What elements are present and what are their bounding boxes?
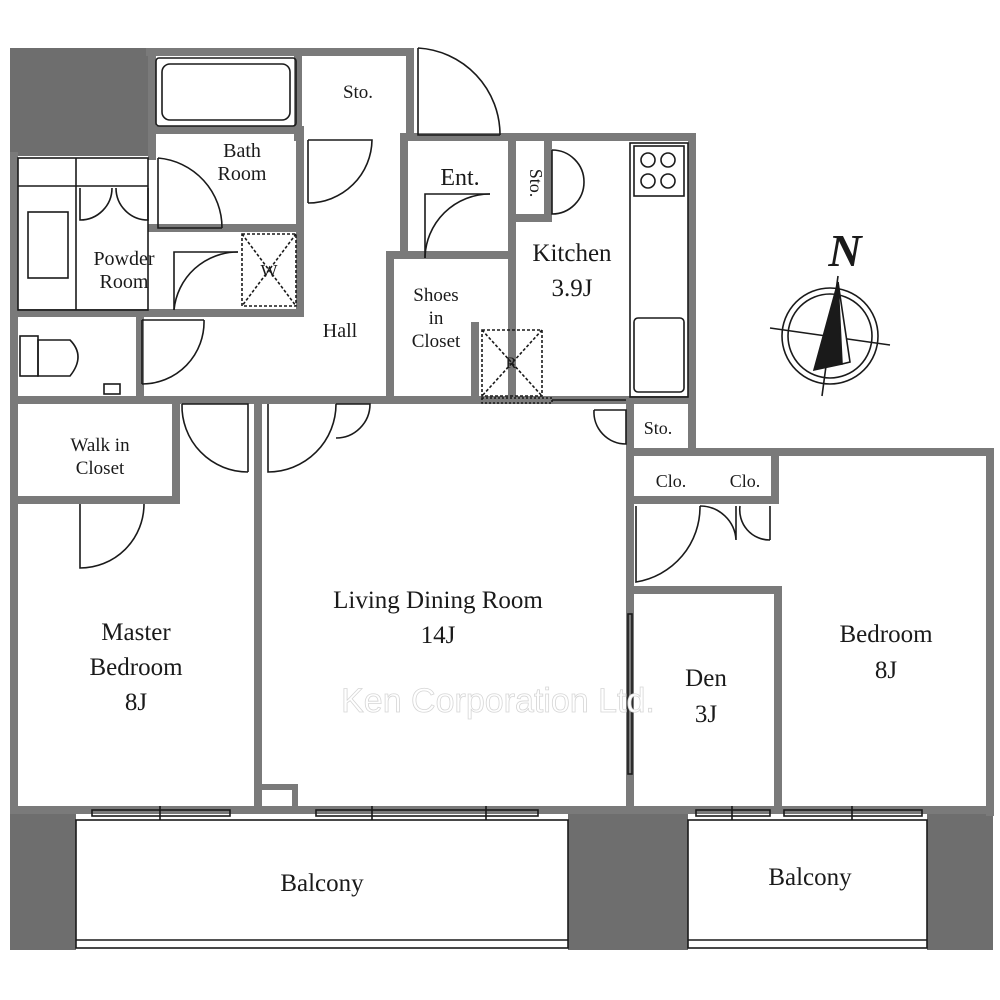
closet-2-label: Clo.: [730, 471, 761, 491]
sto-small-label: Sto.: [644, 418, 673, 438]
den-size-label: 3J: [695, 701, 718, 728]
powder-room-label-2: Room: [100, 271, 149, 293]
den-label: Den: [685, 665, 727, 692]
closet-1-label: Clo.: [656, 471, 687, 491]
fixtures: [17, 47, 928, 949]
master-bedroom-label-1: Master: [101, 619, 171, 646]
master-bedroom-size-label: 8J: [125, 689, 148, 716]
compass-icon: [769, 275, 891, 397]
shoes-closet-label-3: Closet: [412, 331, 461, 352]
living-dining-label: Living Dining Room: [333, 587, 543, 614]
sto-kitchen-label: Sto.: [526, 169, 546, 198]
fridge-label: R: [506, 355, 517, 372]
shoes-closet-label-2: in: [429, 308, 444, 329]
master-bedroom-label-2: Bedroom: [89, 654, 183, 681]
room-labels: Sto. Bath Room Ent. Sto. Kitchen 3.9J Po…: [70, 82, 933, 897]
bath-room-label-1: Bath: [223, 140, 261, 162]
sto-top-label: Sto.: [343, 82, 373, 103]
walk-in-closet-label-2: Closet: [76, 458, 125, 479]
washer-label: W: [261, 261, 278, 281]
powder-room-label-1: Powder: [93, 248, 154, 270]
bedroom-size-label: 8J: [875, 657, 898, 684]
entrance-label: Ent.: [440, 165, 479, 191]
living-column: [255, 784, 298, 814]
kitchen-label: Kitchen: [532, 240, 612, 267]
watermark: Ken Corporation Ltd.: [341, 682, 655, 720]
compass-north-label: N: [827, 225, 863, 276]
bath-room-label-2: Room: [218, 163, 267, 185]
bedroom-label: Bedroom: [839, 621, 933, 648]
living-dining-size-label: 14J: [421, 622, 456, 649]
kitchen-size-label: 3.9J: [552, 275, 593, 302]
balcony-left-label: Balcony: [280, 870, 364, 897]
shoes-closet-label-1: Shoes: [413, 285, 458, 306]
balcony-right-label: Balcony: [768, 864, 852, 891]
walk-in-closet-label-1: Walk in: [70, 435, 130, 456]
hall-label: Hall: [323, 320, 358, 342]
